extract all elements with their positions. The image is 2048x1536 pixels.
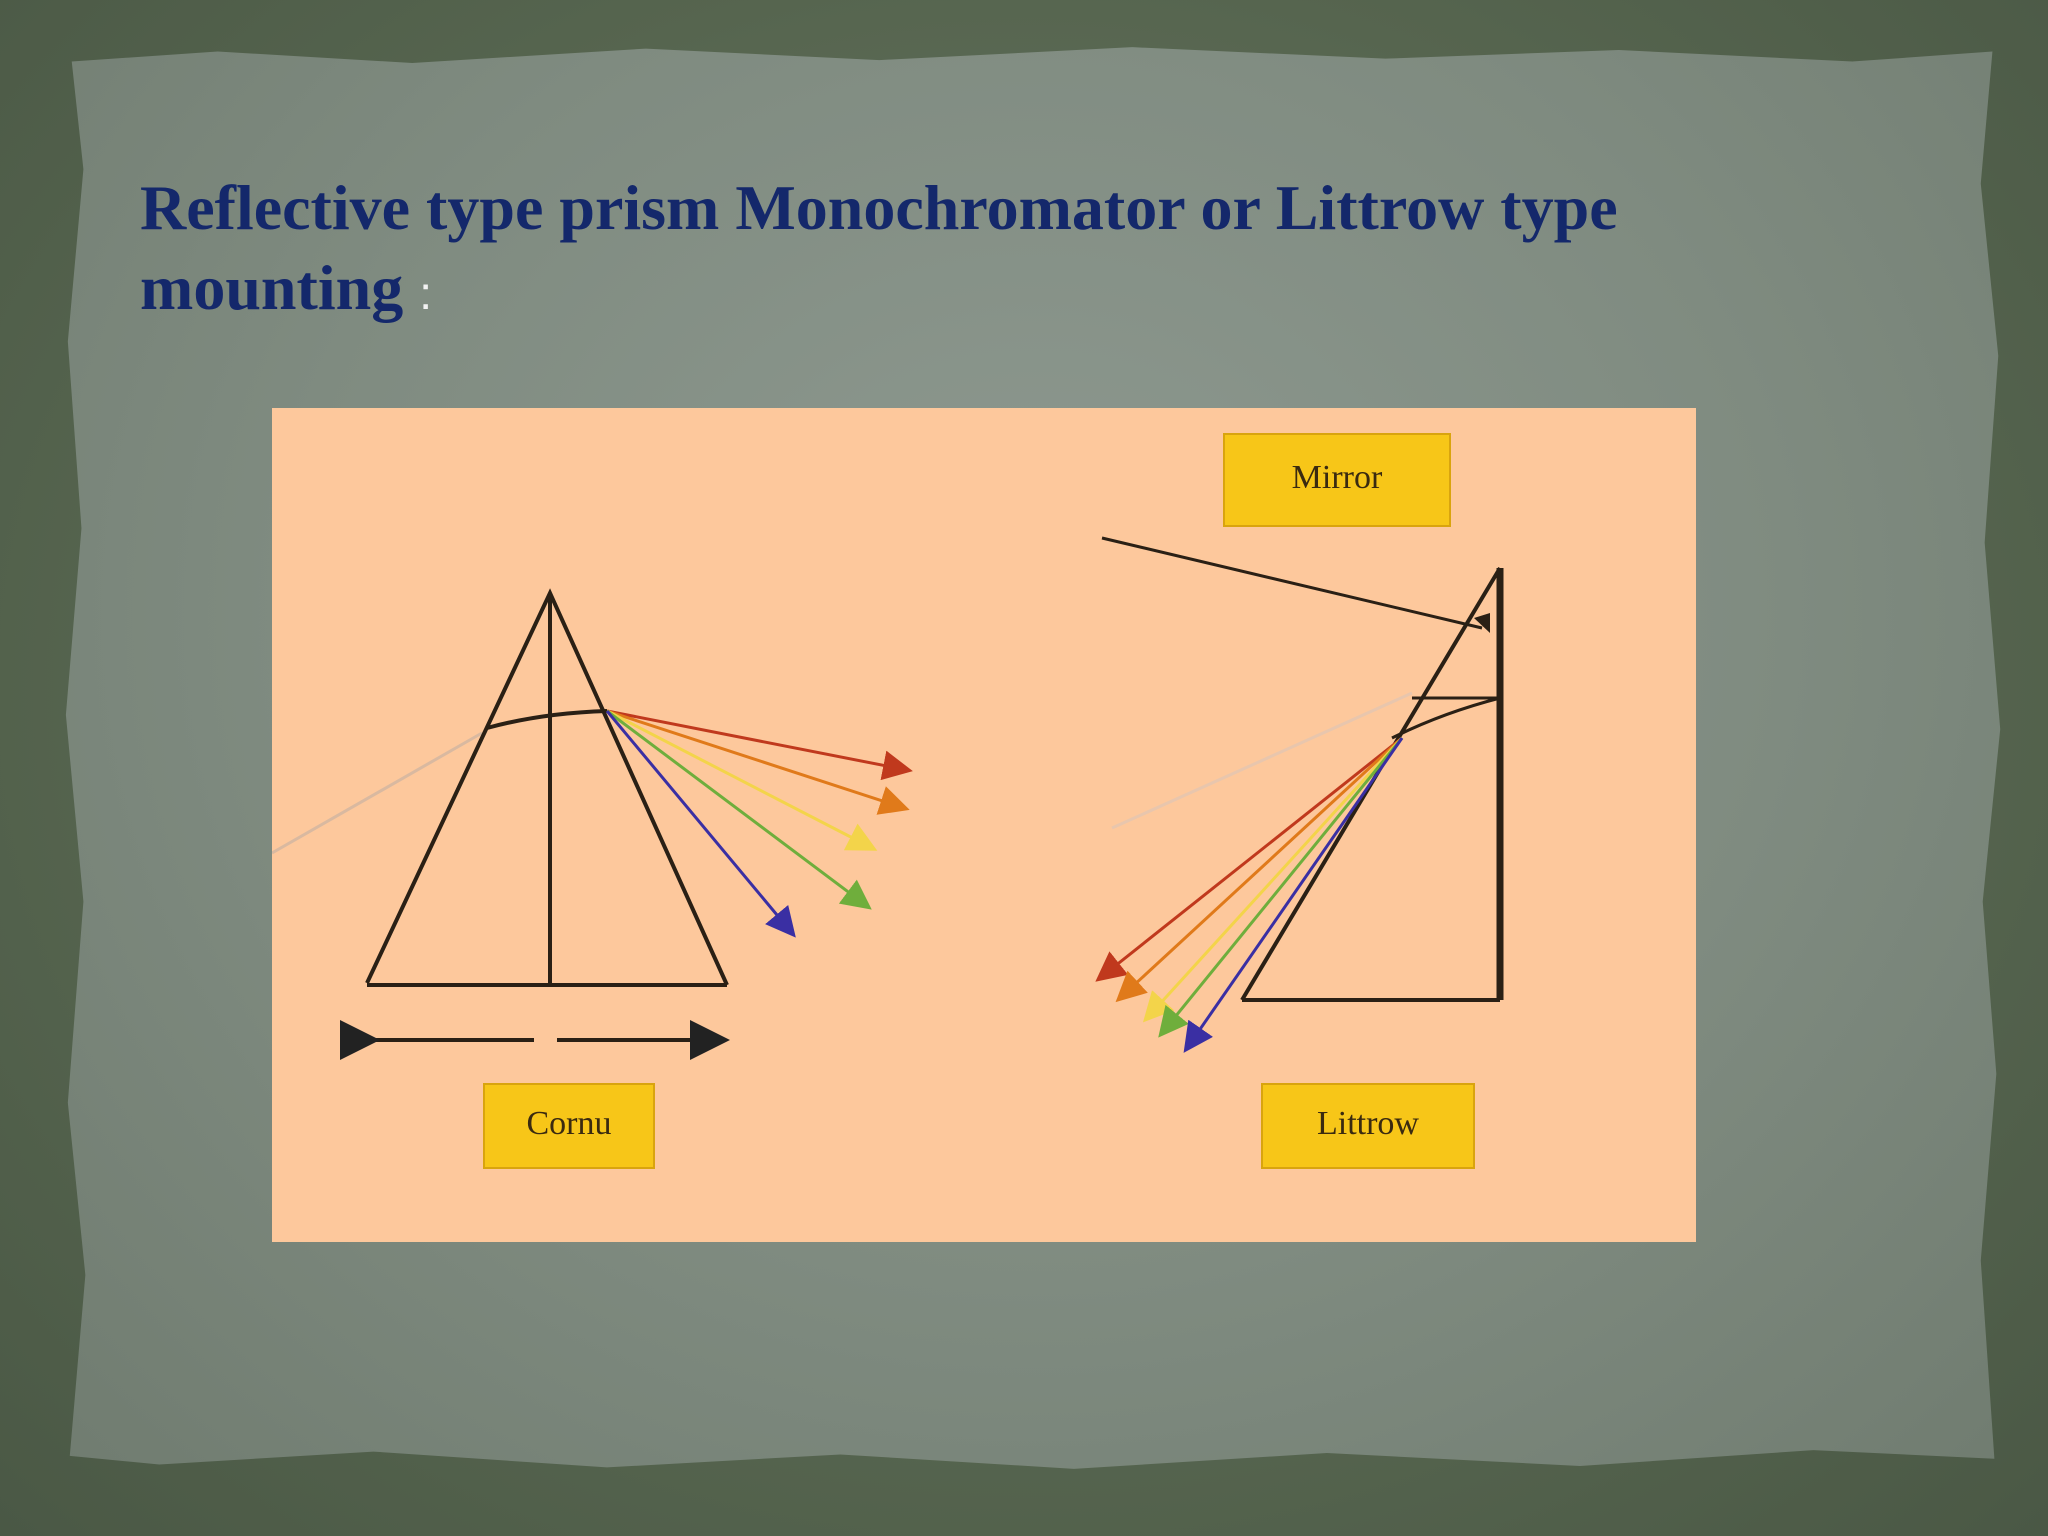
littrow-orange-ray	[1115, 736, 1404, 1003]
cornu-label-box	[483, 1083, 655, 1169]
cornu-prism	[272, 588, 913, 1060]
slide-title: Reflective type prism Monochromator or L…	[140, 168, 1840, 333]
littrow-yellow-ray	[1142, 736, 1404, 1023]
littrow-label-text: Littrow	[1317, 1105, 1419, 1142]
yellow-ray	[606, 709, 878, 851]
orange-ray	[606, 709, 910, 815]
slide-title-text: Reflective type prism Monochromator or L…	[140, 172, 1618, 323]
littrow-label-box	[1261, 1083, 1475, 1169]
mirror-pointer-guide	[1112, 536, 1490, 568]
mirror-label: Mirror	[1223, 433, 1451, 527]
cornu-label-text: Cornu	[527, 1105, 612, 1142]
green-ray	[606, 709, 872, 910]
mirror-pointer-head	[1474, 613, 1490, 633]
littrow-red-ray	[1095, 736, 1403, 982]
incident-ray	[272, 731, 483, 855]
mirror-label-box	[1223, 433, 1451, 527]
prism-diagram: Cornu Mirror	[272, 408, 1696, 1242]
littrow-prism	[1095, 536, 1504, 1053]
cornu-label: Cornu	[483, 1083, 655, 1169]
refracted-ray	[486, 709, 608, 730]
littrow-label: Littrow	[1261, 1083, 1475, 1169]
title-colon: :	[419, 267, 432, 319]
blue-ray	[605, 710, 796, 938]
littrow-incident-ray	[1111, 691, 1413, 830]
littrow-blue-ray	[1183, 737, 1404, 1053]
mirror-pointer-line	[1101, 536, 1483, 630]
mirror-label-text: Mirror	[1292, 459, 1383, 496]
littrow-green-ray	[1158, 737, 1404, 1038]
red-ray	[606, 709, 913, 781]
littrow-internal-line-2	[1391, 696, 1501, 740]
prism-diagram-svg: Cornu Mirror	[272, 433, 1504, 1169]
